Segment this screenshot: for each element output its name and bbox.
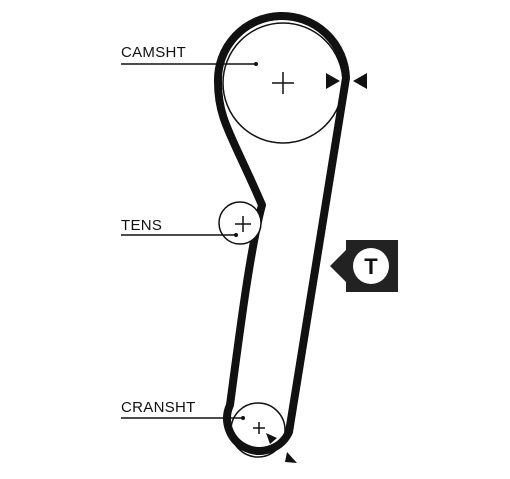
camshaft-pulley [222,22,344,144]
tension-badge-letter: T [364,254,378,279]
crankshaft-label: CRANSHT [121,399,196,416]
camshaft-timing-mark-belt [326,73,340,89]
camshaft-center-mark [272,72,294,94]
tensioner-center-mark [235,216,251,232]
tension-indicator-badge: T [330,240,398,292]
tensioner-leader-dot [234,233,238,237]
crankshaft-timing-mark-inner [266,433,277,444]
camshaft-leader-dot [254,62,258,66]
tensioner-label: TENS [121,217,162,234]
crankshaft-leader-dot [241,416,245,420]
crankshaft-center-mark [253,422,265,434]
camshaft-label: CAMSHT [121,44,186,61]
crankshaft-timing-mark-outer [285,452,297,463]
tensioner-pulley [218,201,262,245]
timing-belt [213,11,350,455]
camshaft-timing-mark-cover [353,73,367,89]
crankshaft-pulley [230,402,286,458]
